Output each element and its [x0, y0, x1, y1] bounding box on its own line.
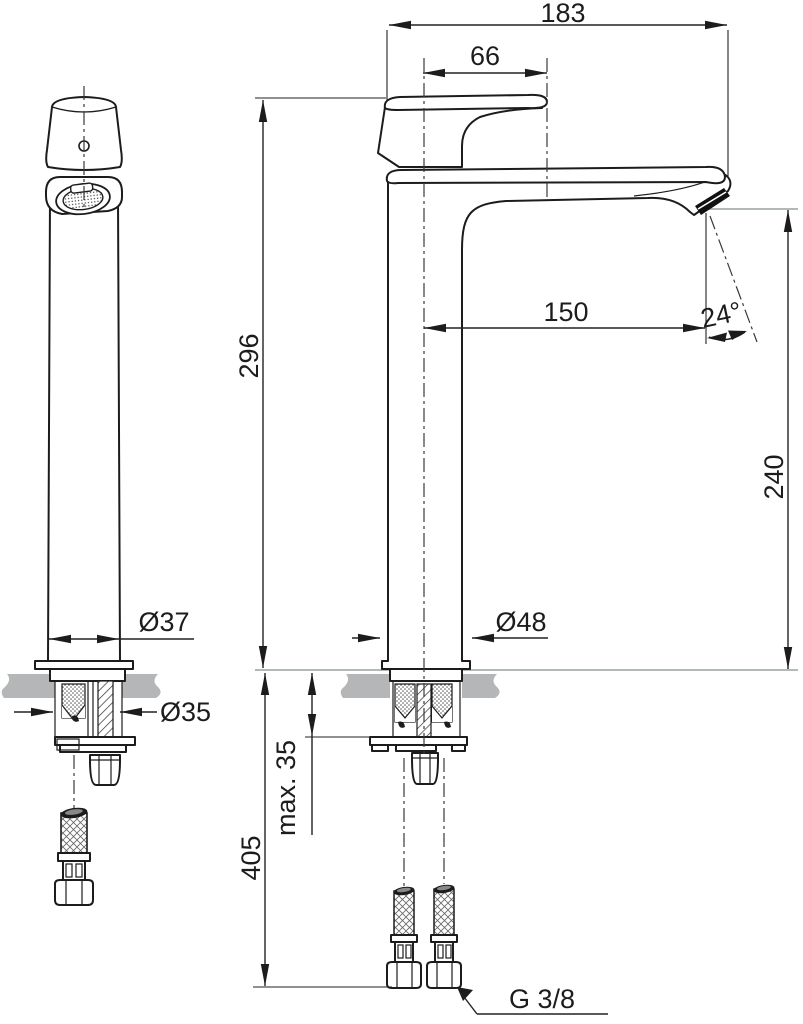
dim-body-height: 296: [234, 97, 386, 668]
handle-base-front: [377, 103, 543, 168]
supply-hose-front-left: [386, 886, 422, 989]
dim-spout-reach: 150: [424, 297, 705, 333]
dim-label-66: 66: [470, 41, 500, 71]
mounting-bracket-side: [54, 736, 136, 786]
dim-body-diameter: Ø37: [49, 607, 194, 644]
base-collar-side: [49, 668, 126, 682]
callout-thread-size: G 3/8: [457, 984, 608, 1015]
supply-hose-front-right: [426, 884, 462, 989]
dim-hose-drop: 405: [236, 673, 392, 988]
mounting-shank-side: [54, 680, 123, 738]
handle-lever-front: [383, 93, 548, 111]
countertop-section-right: [122, 674, 161, 698]
body-top-plate: [385, 165, 726, 185]
mounting-nut-side: [89, 754, 121, 786]
side-view: [1, 86, 161, 906]
dim-label-max35: max. 35: [271, 740, 301, 836]
front-view: [340, 58, 732, 989]
aerator: [55, 182, 111, 216]
dim-base-diameter: Ø48: [352, 607, 548, 643]
countertop-front-right: [462, 674, 500, 698]
dim-handle-offset: 66: [423, 41, 547, 78]
dim-overall-width: 183: [386, 0, 729, 176]
mounting-bracket-front: [369, 736, 468, 785]
hose-nut-side: [54, 879, 94, 906]
dim-label-d48: Ø48: [495, 607, 546, 637]
dim-outlet-height: 240: [759, 210, 793, 669]
supply-hose-side: [54, 807, 94, 906]
handle-side: [45, 96, 123, 171]
threaded-rod-side: [97, 680, 114, 738]
faucet-body-column-side: [47, 195, 121, 662]
stud-hook: [72, 715, 79, 722]
dim-label-296: 296: [234, 333, 264, 378]
dim-label-g38: G 3/8: [509, 984, 575, 1014]
dim-deck-thickness: max. 35: [271, 673, 372, 836]
faucet-body-front: [381, 172, 732, 670]
dim-spout-angle: 24°: [698, 213, 758, 344]
outlet-band-slit: [697, 191, 727, 210]
base-flange-side: [34, 660, 134, 670]
dim-label-d35: Ø35: [160, 697, 211, 727]
dim-label-405: 405: [236, 835, 266, 880]
dim-hole-diameter: Ø35: [14, 697, 211, 727]
dim-label-24deg: 24°: [698, 296, 744, 334]
dim-label-d37: Ø37: [138, 607, 189, 637]
dim-label-240: 240: [759, 454, 789, 499]
dim-label-150: 150: [543, 297, 588, 327]
countertop-front-left: [340, 674, 390, 698]
dim-label-183: 183: [540, 0, 585, 28]
mounting-nut-front: [411, 752, 439, 785]
aerator-tab: [69, 182, 94, 194]
countertop-section-left: [1, 674, 56, 698]
mounting-shank-front: [389, 668, 463, 746]
